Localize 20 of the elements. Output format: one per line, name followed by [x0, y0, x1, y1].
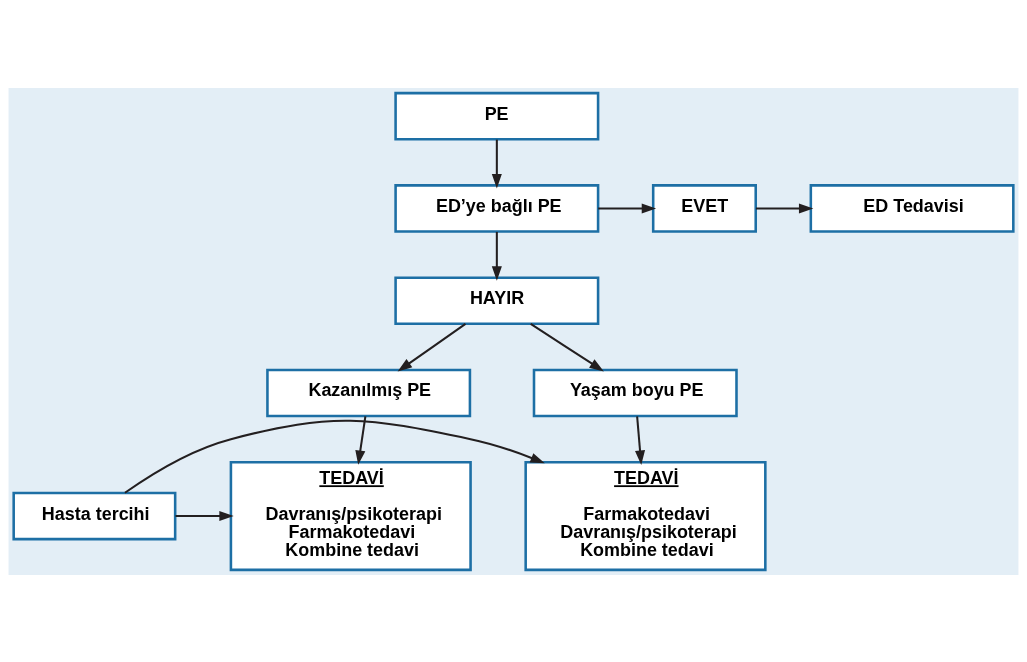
arrow	[355, 415, 367, 465]
node-box: HAYIR	[394, 275, 600, 325]
node-box: Hasta tercihi	[12, 491, 177, 540]
node-box: Yaşam boyu PE	[532, 368, 738, 417]
node-box: PE	[394, 91, 600, 141]
node-box: TEDAVİ Farmakotedavi Davranış/psikoterapi Kombine tedavi	[524, 460, 767, 571]
node-box: ED’ye bağlı PE	[394, 183, 600, 233]
arrow	[491, 139, 502, 188]
node-box: EVET	[651, 183, 757, 233]
arrow	[755, 202, 814, 213]
arrow	[491, 231, 502, 281]
arrow	[124, 419, 545, 494]
arrow	[530, 322, 604, 371]
node-box: TEDAVİ Davranış/psikoterapi Farmakotedavi Kombine tedavi	[229, 460, 472, 571]
arrow	[635, 415, 646, 465]
arrow	[175, 510, 234, 521]
node-box: Kazanılmış PE	[266, 368, 472, 417]
node-box: ED Tedavisi	[809, 183, 1015, 233]
arrow	[397, 322, 467, 371]
arrow	[598, 202, 657, 213]
